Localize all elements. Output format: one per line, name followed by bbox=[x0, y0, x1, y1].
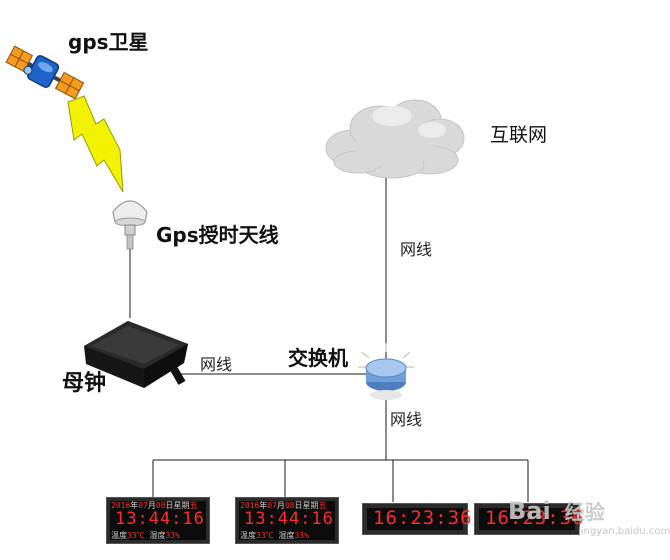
watermark-sub: jingyan.baidu.com bbox=[578, 526, 670, 537]
satellite-icon bbox=[5, 45, 85, 100]
clock-day-unit: 日 bbox=[165, 501, 174, 510]
clock-weekday: 五 bbox=[318, 501, 327, 510]
clock-day: 08 bbox=[155, 501, 166, 510]
switch-label: 交换机 bbox=[288, 346, 348, 370]
strip-clock-1: 16:23:36 bbox=[362, 503, 472, 535]
clock-year: 2016 bbox=[111, 501, 131, 510]
calendar-clock-1: 2016年07月08日星期五 13:44:16 温度33℃ 湿度33% bbox=[106, 497, 210, 544]
temp-value: 33 bbox=[127, 531, 137, 540]
clock-weekday-label: 星期 bbox=[173, 501, 190, 510]
watermark-brand: Bai bbox=[508, 497, 551, 525]
internet-cloud-icon bbox=[325, 99, 465, 179]
clock-month: 07 bbox=[267, 501, 277, 510]
clock-day: 08 bbox=[284, 501, 295, 510]
hum-label: 湿度 bbox=[278, 531, 295, 540]
clock-month: 07 bbox=[138, 501, 148, 510]
clock-year-unit: 年 bbox=[259, 501, 268, 510]
hum-value: 33 bbox=[294, 531, 305, 540]
watermark-brand-2: 经验 bbox=[564, 500, 605, 524]
calendar-clock-2: 2016年07月08日星期五 13:44:16 温度33℃ 湿度33% bbox=[235, 497, 339, 544]
clock-month-unit: 月 bbox=[276, 501, 285, 510]
clock-time: 16:23:36 bbox=[373, 507, 473, 529]
strip-clock-2: 16:23:36 bbox=[474, 503, 584, 535]
gps-antenna-icon bbox=[112, 200, 148, 250]
temp-value: 33 bbox=[256, 531, 266, 540]
hum-value: 33 bbox=[165, 531, 176, 540]
clock-year-unit: 年 bbox=[130, 501, 139, 510]
clock-time: 16:23:36 bbox=[485, 507, 585, 529]
clock-month-unit: 月 bbox=[147, 501, 156, 510]
hum-unit: % bbox=[175, 531, 180, 540]
signal-bolt-icon bbox=[67, 95, 124, 193]
temp-label: 温度 bbox=[111, 531, 127, 540]
clock-day-unit: 日 bbox=[294, 501, 303, 510]
cable-label-master: 网线 bbox=[200, 355, 233, 374]
cable-label-internet: 网线 bbox=[400, 240, 433, 259]
clock-weekday: 五 bbox=[189, 501, 198, 510]
temp-unit: ℃ bbox=[136, 531, 145, 540]
clock-time: 13:44:16 bbox=[244, 509, 334, 529]
hum-label: 湿度 bbox=[149, 531, 166, 540]
cable-label-clocks: 网线 bbox=[390, 410, 423, 429]
clock-weekday-label: 星期 bbox=[302, 501, 319, 510]
internet-label: 互联网 bbox=[490, 124, 548, 146]
antenna-label: Gps授时天线 bbox=[156, 223, 279, 247]
temp-unit: ℃ bbox=[265, 531, 274, 540]
hum-unit: % bbox=[304, 531, 309, 540]
baidu-watermark: Bai 经验 jingyan.baidu.com bbox=[508, 496, 670, 537]
switch-icon bbox=[358, 343, 414, 400]
master-clock-label: 母钟 bbox=[62, 371, 107, 396]
clock-time: 13:44:16 bbox=[115, 509, 205, 529]
master-clock-device bbox=[84, 321, 188, 388]
satellite-label: gps卫星 bbox=[68, 30, 149, 54]
clock-year: 2016 bbox=[240, 501, 260, 510]
temp-label: 温度 bbox=[240, 531, 256, 540]
